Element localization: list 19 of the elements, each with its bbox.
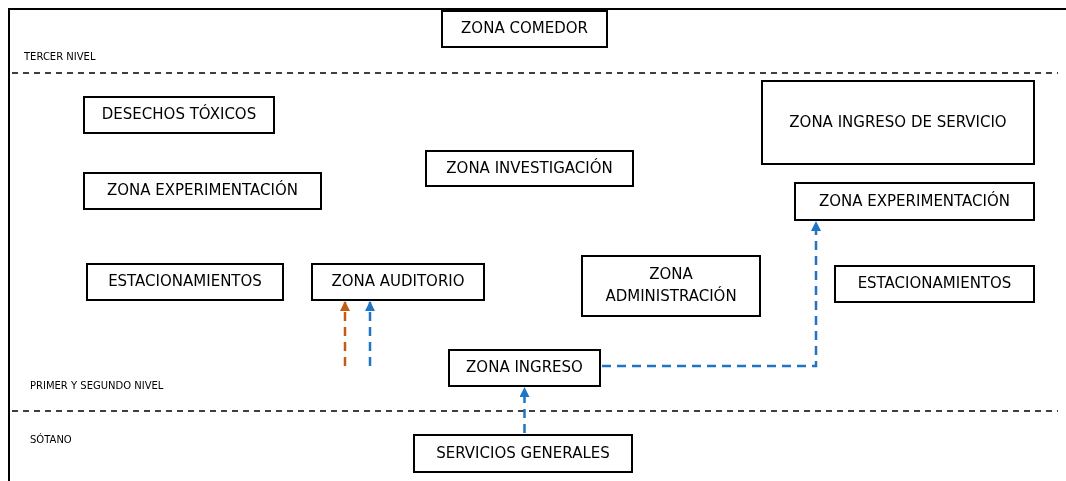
level-label: SÓTANO — [30, 434, 72, 445]
zone-box: ESTACIONAMIENTOS — [86, 263, 284, 301]
zone-box: ZONA INGRESO DE SERVICIO — [761, 80, 1035, 165]
zone-box: ZONA INGRESO — [448, 349, 601, 387]
zone-box: ZONA INVESTIGACIÓN — [425, 150, 634, 187]
arrow — [340, 301, 350, 366]
zone-box: ZONA EXPERIMENTACIÓN — [794, 182, 1035, 221]
arrow — [519, 387, 530, 433]
zone-box: DESECHOS TÓXICOS — [83, 96, 275, 134]
zone-box: ZONA COMEDOR — [441, 10, 608, 48]
arrow — [365, 301, 375, 366]
zone-box: SERVICIOS GENERALES — [413, 434, 633, 473]
level-label: TERCER NIVEL — [24, 51, 96, 62]
zone-box: ZONA EXPERIMENTACIÓN — [83, 172, 322, 210]
arrow — [602, 221, 821, 368]
level-label: PRIMER Y SEGUNDO NIVEL — [30, 380, 164, 391]
zone-box: ESTACIONAMIENTOS — [834, 265, 1035, 303]
zone-box: ZONA AUDITORIO — [311, 263, 485, 301]
zone-box: ZONA ADMINISTRACIÓN — [581, 255, 761, 317]
